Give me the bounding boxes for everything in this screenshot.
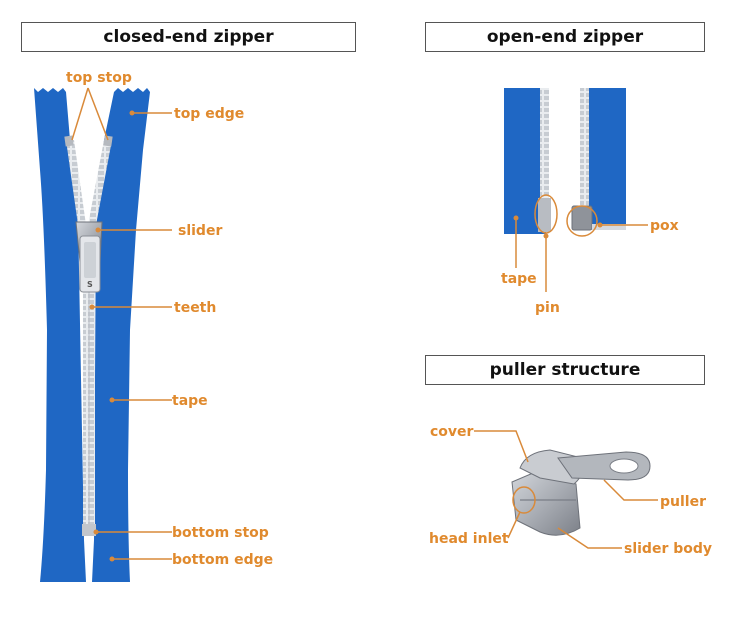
label-cover: cover xyxy=(430,424,474,440)
label-pin: pin xyxy=(535,300,560,316)
label-bottom-stop: bottom stop xyxy=(172,525,269,541)
label-top-stop: top stop xyxy=(66,70,132,86)
label-bottom-edge: bottom edge xyxy=(172,552,273,568)
open-teeth-right xyxy=(580,88,589,206)
label-puller: puller xyxy=(660,494,706,510)
open-pin xyxy=(538,198,551,232)
open-end-zipper xyxy=(504,88,626,237)
top-stop-right xyxy=(103,135,113,147)
puller-slider-body xyxy=(511,469,581,536)
closed-leaders xyxy=(71,87,172,562)
label-teeth: teeth xyxy=(174,300,216,316)
closed-end-title: closed-end zipper xyxy=(21,22,356,52)
svg-text:S: S xyxy=(87,280,93,289)
open-tape-right xyxy=(582,88,626,226)
bottom-stop xyxy=(82,524,96,536)
open-pox xyxy=(571,205,593,231)
puller-leaders xyxy=(474,430,658,549)
puller-structure xyxy=(511,449,651,536)
label-head-inlet: head inlet xyxy=(429,531,509,547)
top-stop-left xyxy=(64,135,74,147)
closed-slider: S xyxy=(75,221,103,293)
label-slider-body: slider body xyxy=(624,541,712,557)
label-slider: slider xyxy=(178,223,222,239)
open-teeth-left xyxy=(540,88,549,206)
label-tape: tape xyxy=(172,393,208,409)
closed-teeth-right-v xyxy=(88,140,112,225)
closed-teeth-left-v xyxy=(66,140,86,225)
label-open-tape: tape xyxy=(501,271,537,287)
open-leaders xyxy=(513,215,648,292)
puller-structure-title: puller structure xyxy=(425,355,705,385)
closed-tape-left xyxy=(34,88,86,582)
label-top-edge: top edge xyxy=(174,106,244,122)
closed-tape-right xyxy=(92,88,150,582)
open-end-title: open-end zipper xyxy=(425,22,705,52)
label-pox: pox xyxy=(650,218,679,234)
closed-end-zipper: S xyxy=(34,88,150,582)
